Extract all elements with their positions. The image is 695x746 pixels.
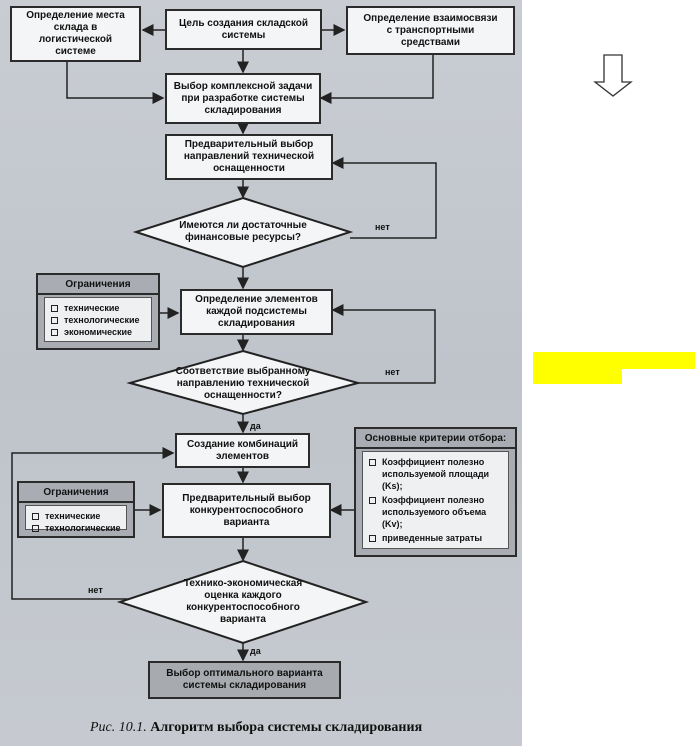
criteria-item: Коэффициент полезно используемого объема… (369, 494, 502, 530)
tech-econ-no-label: нет (88, 585, 103, 595)
warehouse-location-box: Определение места склада в логистической… (10, 6, 141, 62)
tech-econ-decision: Технико-экономическая оценка каждого кон… (183, 578, 303, 625)
tech-econ-yes-label: да (250, 646, 261, 656)
create-combinations-box: Создание комбинаций элементов (175, 433, 310, 468)
selection-criteria-panel: Основные критерии отбора: Коэффициент по… (354, 427, 517, 557)
goal-box: Цель создания складской системы (165, 9, 322, 50)
constraint-item: технические (51, 302, 145, 314)
constraint-item: технологические (32, 522, 121, 534)
preliminary-direction-box: Предварительный выбор направлений технич… (165, 134, 333, 180)
complex-task-box: Выбор комплексной задачи при разработке … (165, 73, 321, 124)
criteria-item: приведенные затраты (369, 532, 502, 544)
finance-no-label: нет (375, 222, 390, 232)
constraint-item: экономические (51, 326, 145, 338)
constraints-panel-1-title: Ограничения (38, 275, 158, 295)
down-arrow-icon (593, 54, 633, 97)
constraints-panel-1: Ограничения технические технологические … (36, 273, 160, 350)
subsystem-elements-box: Определение элементов каждой подсистемы … (180, 289, 333, 335)
constraint-item: технологические (51, 314, 145, 326)
selection-criteria-title: Основные критерии отбора: (356, 429, 515, 449)
figure-caption: Рис. 10.1. Алгоритм выбора системы склад… (90, 720, 423, 735)
conformity-decision: Соответствие выбранному направлению техн… (175, 366, 311, 401)
constraint-item: технические (32, 510, 120, 522)
transport-relations-box: Определение взаимосвязи с транспортными … (346, 6, 515, 55)
criteria-item: Коэффициент полезно используемой площади… (369, 456, 502, 492)
yellow-highlight-tail (533, 369, 622, 384)
conformity-yes-label: да (250, 421, 261, 431)
yellow-highlight (533, 352, 695, 369)
finance-decision: Имеются ли достаточные финансовые ресурс… (179, 220, 307, 243)
constraints-panel-2: Ограничения технические технологические (17, 481, 135, 538)
constraints-panel-2-title: Ограничения (19, 483, 133, 503)
conformity-no-label: нет (385, 367, 400, 377)
competitive-variant-box: Предварительный выбор конкурентоспособно… (162, 483, 331, 538)
optimal-variant-box: Выбор оптимального варианта системы скла… (148, 661, 341, 699)
